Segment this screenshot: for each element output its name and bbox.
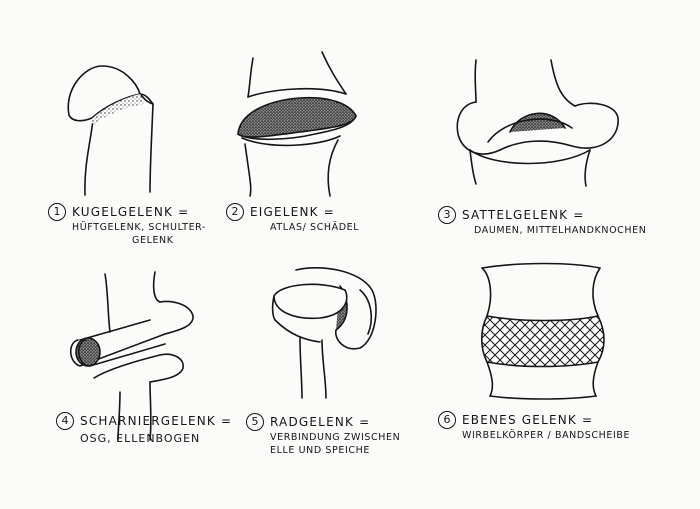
joint-example: WIRBELKÖRPER / BANDSCHEIBE: [462, 430, 631, 441]
joint-example: ATLAS/ SCHÄDEL: [270, 222, 360, 233]
panel-4-caption: 4 SCHARNIERGELENK = OSG, ELLENBOGEN: [56, 412, 232, 447]
joint-title: SCHARNIERGELENK =: [80, 414, 233, 428]
panel-5-caption: 5 RADGELENK = VERBINDUNG ZWISCHEN ELLE U…: [246, 413, 400, 457]
saddle-joint-icon: [456, 59, 619, 187]
ellipsoid-joint-icon: [237, 51, 357, 197]
panel-6-caption: 6 EBENES GELENK = WIRBELKÖRPER / BANDSCH…: [438, 411, 630, 442]
step-number-badge: 2: [226, 203, 244, 221]
step-number-badge: 4: [56, 412, 74, 430]
joint-example-continued: GELENK: [132, 235, 174, 246]
joint-example: VERBINDUNG ZWISCHEN: [270, 432, 401, 443]
panel-1-caption: 1 KUGELGELENK = HÜFTGELENK, SCHULTER- GE…: [48, 203, 206, 247]
panel-3-caption: 3 SATTELGELENK = DAUMEN, MITTELHANDKNOCH…: [438, 206, 646, 237]
hinge-joint-icon: [69, 271, 194, 441]
panel-2-caption: 2 EIGELENK = ATLAS/ SCHÄDEL: [226, 203, 359, 234]
step-number-badge: 1: [48, 203, 66, 221]
joint-title: SATTELGELENK =: [462, 208, 585, 222]
joint-example-continued: ELLE UND SPEICHE: [270, 445, 370, 456]
pivot-joint-icon: [271, 267, 377, 399]
joint-example: OSG, ELLENBOGEN: [80, 432, 201, 445]
joint-title: KUGELGELENK =: [72, 205, 190, 219]
joint-title: EIGELENK =: [250, 205, 335, 219]
joint-title: RADGELENK =: [270, 415, 371, 429]
joint-example: HÜFTGELENK, SCHULTER-: [72, 222, 207, 233]
plane-joint-icon: [480, 262, 605, 400]
step-number-badge: 3: [438, 206, 456, 224]
joint-example: DAUMEN, MITTELHANDKNOCHEN: [474, 225, 647, 236]
step-number-badge: 6: [438, 411, 456, 429]
ball-joint-icon: [67, 65, 154, 196]
step-number-badge: 5: [246, 413, 264, 431]
joint-title: EBENES GELENK =: [462, 413, 594, 427]
